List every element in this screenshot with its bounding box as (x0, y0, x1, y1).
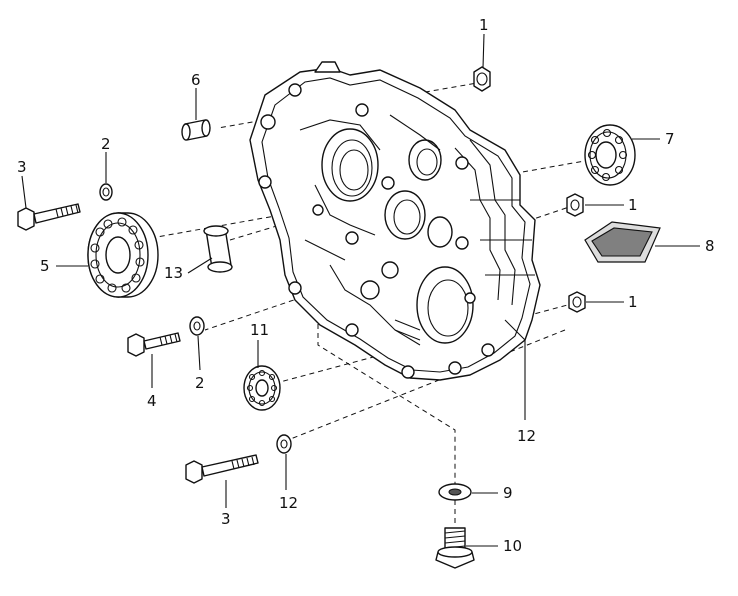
bolt-part-3-lower (185, 454, 259, 484)
bolt-part-4 (127, 332, 181, 357)
washer-part-2-upper (99, 183, 113, 201)
callout-1-middle: 1 (628, 196, 638, 214)
callout-6: 6 (191, 71, 201, 89)
callout-8: 8 (705, 237, 715, 255)
dowel-pin-part-6 (181, 119, 211, 141)
callout-9: 9 (503, 484, 513, 502)
callout-10: 10 (503, 537, 522, 555)
washer-part-12 (276, 434, 292, 454)
callout-1-top: 1 (479, 16, 489, 34)
bearing-part-11 (243, 365, 281, 411)
bolt-part-3-upper (17, 203, 81, 231)
callout-labels: 1 2 3 6 7 1 8 1 5 13 12 2 4 11 3 12 9 10 (17, 16, 715, 555)
callout-2-top: 2 (101, 135, 111, 153)
callout-5: 5 (40, 257, 50, 275)
nut-part-1-middle (566, 193, 584, 217)
bearing-part-5 (87, 212, 159, 298)
drain-bolt-part-10 (435, 527, 475, 569)
sleeve-part-13 (203, 225, 233, 273)
callout-2-lower: 2 (195, 374, 205, 392)
callout-3-top: 3 (17, 158, 27, 176)
callout-7: 7 (665, 130, 675, 148)
washer-part-9 (438, 483, 472, 501)
oil-screen-part-8 (584, 221, 661, 263)
crankcase-cover (249, 61, 541, 381)
callout-12-right: 12 (517, 427, 536, 445)
callout-1-lower: 1 (628, 293, 638, 311)
washer-part-2-lower (189, 316, 205, 336)
callout-3-lower: 3 (221, 510, 231, 528)
callout-4: 4 (147, 392, 157, 410)
callout-13: 13 (164, 264, 183, 282)
nut-part-1-lower (568, 291, 586, 313)
leader-lines (21, 33, 700, 547)
nut-part-1-top (473, 66, 491, 92)
callout-12-lower: 12 (279, 494, 298, 512)
bearing-part-7 (584, 124, 636, 186)
callout-11: 11 (250, 321, 269, 339)
